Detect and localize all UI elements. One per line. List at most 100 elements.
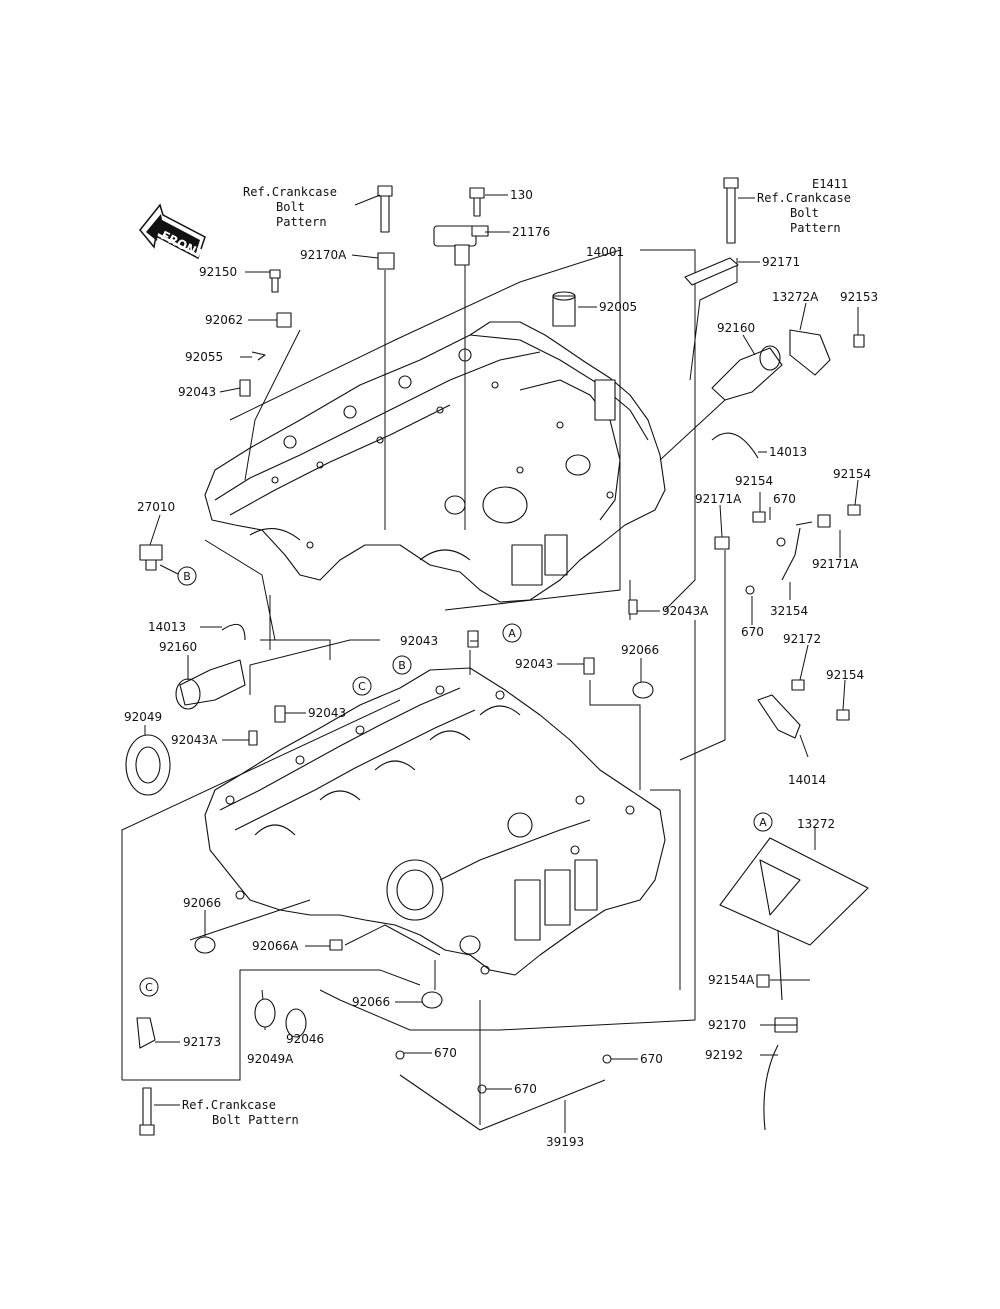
svg-text:Bolt: Bolt bbox=[790, 206, 819, 220]
pin-92055 bbox=[251, 351, 266, 361]
bolt-92172 bbox=[791, 679, 805, 691]
part-label: 92173 bbox=[183, 1035, 221, 1049]
svg-text:C: C bbox=[358, 680, 366, 693]
seal-92049 bbox=[125, 734, 171, 796]
part-label: 13272 bbox=[797, 817, 835, 831]
bolt-92150 bbox=[269, 269, 281, 293]
shaft-92160-top bbox=[711, 345, 783, 401]
part-label: 92043 bbox=[400, 634, 438, 648]
callout-c-upper: C bbox=[352, 676, 372, 696]
dowel-92043-b bbox=[467, 630, 479, 648]
part-label: 92066 bbox=[352, 995, 390, 1009]
svg-text:A: A bbox=[508, 627, 516, 640]
svg-text:Pattern: Pattern bbox=[790, 221, 841, 235]
part-label: 92043A bbox=[662, 604, 709, 618]
oring-670-a bbox=[776, 537, 786, 547]
bolt-92154-b bbox=[847, 504, 861, 516]
clip-14013-left bbox=[221, 623, 246, 641]
part-label: 92062 bbox=[205, 313, 243, 327]
part-label: 92170 bbox=[708, 1018, 746, 1032]
bolt-92154-c bbox=[836, 709, 850, 721]
plug-92066-a bbox=[632, 681, 654, 699]
part-label: 92150 bbox=[199, 265, 237, 279]
part-label: 92043A bbox=[171, 733, 218, 747]
part-label: 21176 bbox=[512, 225, 550, 239]
clip-92171A-b bbox=[817, 514, 831, 528]
bolt-130 bbox=[469, 187, 485, 217]
part-label: 92043 bbox=[178, 385, 216, 399]
svg-text:B: B bbox=[398, 659, 406, 672]
oring-670-b bbox=[745, 585, 755, 595]
svg-text:Ref.Crankcase: Ref.Crankcase bbox=[757, 191, 851, 205]
dowel-92043-d bbox=[274, 705, 286, 723]
part-label: 92171A bbox=[812, 557, 859, 571]
part-label: 92049 bbox=[124, 710, 162, 724]
clip-92171A-a bbox=[714, 536, 730, 550]
part-label: 92043 bbox=[308, 706, 346, 720]
pipe-39193 bbox=[399, 1074, 606, 1131]
part-label: 92154 bbox=[826, 668, 864, 682]
bracket-13272A bbox=[789, 329, 831, 376]
part-label: 92043 bbox=[515, 657, 553, 671]
part-label: 92066 bbox=[621, 643, 659, 657]
hose-92192 bbox=[763, 1044, 779, 1131]
ref-crankcase-bottom: Ref.Crankcase Bolt Pattern bbox=[182, 1098, 299, 1127]
clamp-92170A bbox=[377, 252, 395, 270]
part-label: 14013 bbox=[769, 445, 807, 459]
clip-14013-right bbox=[711, 432, 759, 459]
part-label: 92066A bbox=[252, 939, 299, 953]
part-label: 92192 bbox=[705, 1048, 743, 1062]
plug-92066-c bbox=[421, 991, 443, 1009]
part-label: 92049A bbox=[247, 1052, 294, 1066]
switch-27010 bbox=[139, 544, 163, 571]
part-label: 92160 bbox=[159, 640, 197, 654]
part-label: 14014 bbox=[788, 773, 826, 787]
part-label: 92154A bbox=[708, 973, 755, 987]
part-label: 92066 bbox=[183, 896, 221, 910]
part-label: 92154 bbox=[833, 467, 871, 481]
ref-crankcase-top-right: Ref.Crankcase Bolt Pattern bbox=[757, 191, 851, 235]
bolt-92154A bbox=[756, 974, 770, 988]
svg-text:Ref.Crankcase: Ref.Crankcase bbox=[243, 185, 337, 199]
svg-text:B: B bbox=[183, 570, 191, 583]
callout-a-lower: A bbox=[753, 812, 773, 832]
plug-92066A bbox=[329, 939, 343, 951]
plate-14014 bbox=[757, 694, 801, 739]
part-label: 92055 bbox=[185, 350, 223, 364]
dowel-92043A-a bbox=[628, 599, 638, 615]
part-label: 92170A bbox=[300, 248, 347, 262]
bracket-92173 bbox=[136, 1017, 156, 1049]
part-label: 92005 bbox=[599, 300, 637, 314]
orings-670-bottom bbox=[395, 1050, 612, 1094]
bolt-92153 bbox=[853, 334, 865, 348]
part-label: 14001 bbox=[586, 245, 624, 259]
gasket-13272 bbox=[719, 837, 869, 946]
callout-b-lower: B bbox=[392, 655, 412, 675]
hose-32154 bbox=[781, 527, 801, 581]
reference-lines bbox=[121, 249, 738, 1125]
part-label: 92154 bbox=[735, 474, 773, 488]
lower-crankcase bbox=[204, 667, 666, 976]
part-label: 670 bbox=[640, 1052, 663, 1066]
svg-text:C: C bbox=[145, 981, 153, 994]
part-label: 32154 bbox=[770, 604, 808, 618]
svg-text:Ref.Crankcase: Ref.Crankcase bbox=[182, 1098, 276, 1112]
part-label: 92160 bbox=[717, 321, 755, 335]
front-arrow-icon: FRONT bbox=[139, 203, 207, 262]
svg-text:Pattern: Pattern bbox=[276, 215, 327, 229]
plate-92171 bbox=[684, 257, 739, 286]
part-label: 39193 bbox=[546, 1135, 584, 1149]
svg-text:Bolt: Bolt bbox=[276, 200, 305, 214]
label-leaders bbox=[144, 194, 859, 1133]
upper-crankcase bbox=[204, 321, 666, 603]
callout-a-upper: A bbox=[502, 623, 522, 643]
callout-b-upper: B bbox=[177, 566, 197, 586]
bolt-92154-a bbox=[752, 511, 766, 523]
part-label: 92172 bbox=[783, 632, 821, 646]
seal-92049A bbox=[254, 998, 276, 1028]
pipe-sensor-area bbox=[777, 929, 783, 1001]
part-label: 670 bbox=[514, 1082, 537, 1096]
dowel-92043A-b bbox=[248, 730, 258, 746]
